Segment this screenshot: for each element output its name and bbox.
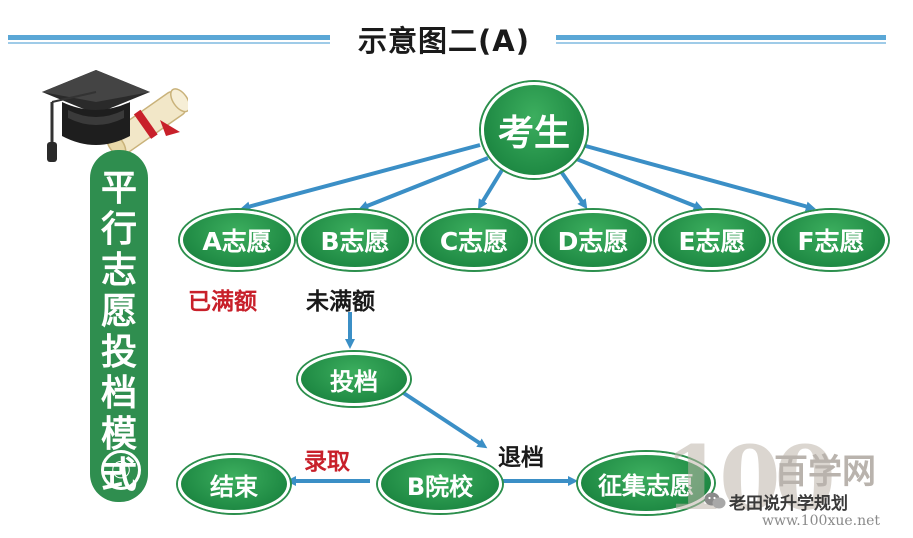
volunteer-a-node: A志愿 xyxy=(180,210,294,270)
side-number: ① xyxy=(101,450,141,490)
arrow-to-d xyxy=(558,168,588,210)
side-panel xyxy=(90,150,148,502)
end-node: 结束 xyxy=(178,455,290,513)
watermark-number: 100 xyxy=(664,426,836,530)
watermark-url: www.100xue.net xyxy=(762,513,881,529)
label-rejected: 退档 xyxy=(498,445,544,471)
arrow-to-f xyxy=(581,143,816,212)
arrow-to-b xyxy=(358,156,489,211)
title-divider-left xyxy=(8,35,330,44)
arrow-to-college xyxy=(400,390,488,449)
submit-node: 投档 xyxy=(298,352,410,406)
volunteer-f-node: F志愿 xyxy=(774,210,888,270)
arrow-to-c xyxy=(477,168,504,210)
volunteer-d-node: D志愿 xyxy=(536,210,650,270)
arrow-to-a xyxy=(240,143,481,212)
volunteer-e-node: E志愿 xyxy=(655,210,769,270)
arrow-to-e xyxy=(573,156,704,211)
college-node: B院校 xyxy=(378,455,502,513)
watermark-account: 老田说升学规划 xyxy=(729,494,848,514)
diagram-title: 示意图二(A) xyxy=(358,24,530,58)
title-divider-right xyxy=(556,35,886,44)
graduation-cap-icon xyxy=(42,70,188,162)
volunteer-c-node: C志愿 xyxy=(417,210,531,270)
label-not-full: 未满额 xyxy=(306,289,375,315)
candidate-node: 考生 xyxy=(481,82,587,178)
watermark-brand: 百学网 xyxy=(774,452,876,492)
supplement-node: 征集志愿 xyxy=(578,452,714,514)
volunteer-b-node: B志愿 xyxy=(298,210,412,270)
wechat-icon xyxy=(704,492,726,509)
label-admitted: 录取 xyxy=(304,449,350,475)
label-full: 已满额 xyxy=(188,289,257,315)
